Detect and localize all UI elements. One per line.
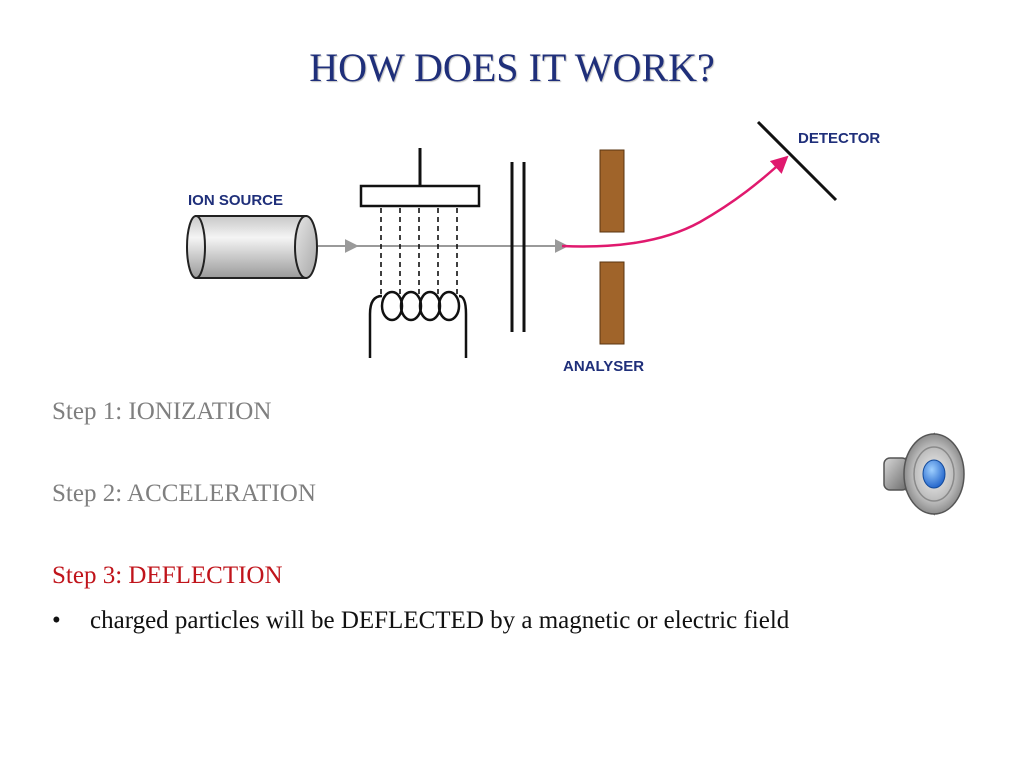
step-1-ionization: Step 1: IONIZATION <box>52 398 272 425</box>
speaker-icon[interactable] <box>878 428 970 520</box>
bullet-text: charged particles will be DEFLECTED by a… <box>90 607 790 634</box>
analyser-magnet-plates <box>599 149 625 345</box>
slide-title: HOW DOES IT WORK? <box>309 45 715 90</box>
deflected-ion-path <box>561 155 789 248</box>
electron-stream-lines <box>380 208 458 294</box>
step-3-deflection: Step 3: DEFLECTION <box>52 562 283 589</box>
mass-spectrometer-diagram: ION SOURCE ANALYSER DETECTO <box>186 120 880 375</box>
speaker-icon-graphic <box>883 432 965 516</box>
analyser-label: ANALYSER <box>563 358 644 375</box>
bullet-item: • charged particles will be DEFLECTED by… <box>52 602 912 640</box>
accelerating-plates <box>510 162 526 332</box>
filament-coil <box>368 290 468 358</box>
electron-gun-plate <box>359 148 481 208</box>
ion-source-cylinder <box>186 215 318 279</box>
detector-plate <box>756 120 838 202</box>
bullet-symbol: • <box>52 607 61 634</box>
detector-label: DETECTOR <box>798 130 880 147</box>
ion-source-label: ION SOURCE <box>188 192 283 209</box>
step-2-acceleration: Step 2: ACCELERATION <box>52 480 316 507</box>
